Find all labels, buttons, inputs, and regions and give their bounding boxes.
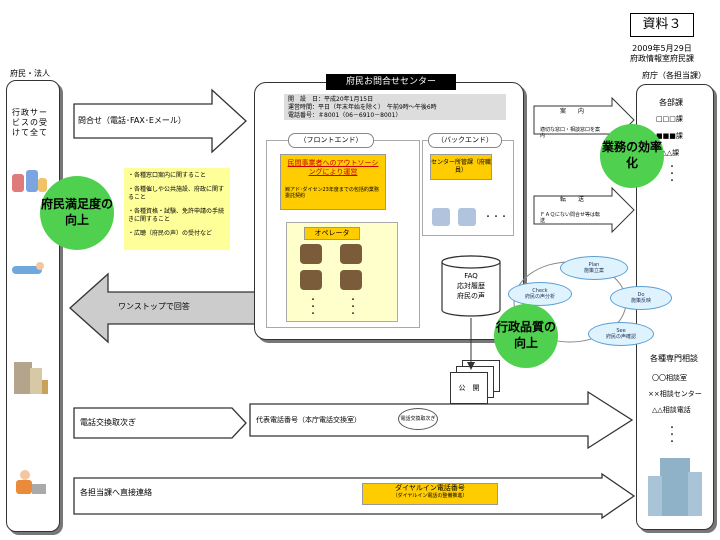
cycle-do-title: Do — [637, 291, 645, 298]
cycle-check-text: 府民の声分析 — [524, 294, 555, 300]
cycle-do: Do 施策反映 — [610, 286, 672, 310]
transfer-title: 転 送 — [560, 196, 585, 203]
citizens-column — [6, 80, 60, 532]
operator-label: オペレータ — [304, 227, 360, 240]
guidance-text: 適切な窓口・相談窓口を案内 — [540, 127, 601, 140]
operator-icon — [340, 270, 362, 290]
cycle-plan-title: Plan — [588, 261, 600, 268]
center-info-line: 運営時間：平日（年末年始を除く） 午前9時〜午後6時 — [288, 104, 437, 111]
more-staff-dots: ・・・ — [484, 212, 508, 221]
consultation-item: ××相談センター — [648, 390, 702, 398]
family-icon — [12, 170, 48, 194]
quality-circle: 行政品質の向上 — [494, 304, 558, 368]
departments-title: 各部課 — [659, 98, 683, 107]
document-date: 2009年5月29日 — [632, 44, 692, 53]
transfer-arrow — [533, 186, 635, 234]
operator-icon — [340, 244, 362, 264]
inquiry-label: 問合せ（電話･FAX･Eメール） — [78, 116, 186, 125]
cycle-check: Check 府民の声分析 — [508, 282, 572, 306]
wheelchair-user-icon — [12, 262, 48, 278]
efficiency-circle: 業務の効率化 — [600, 124, 664, 188]
outsourcing-text: 民間事業者へのアウトソーシングにより運営 — [287, 159, 379, 176]
inquiry-topic: ・各種資格・試験、免許申請の手続きに関すること — [128, 208, 225, 223]
document-dept: 府政情報室府民課 — [630, 54, 694, 63]
citizens-scope-text: 行政サービスの受けて全て — [12, 108, 48, 137]
inquiry-topic: ・各種催しや公共施設、府政に関すること — [128, 186, 224, 201]
department-item: ■■■課 — [656, 132, 683, 140]
more-operators-dots: ・・・ — [309, 295, 317, 319]
cycle-do-text: 施策反映 — [630, 298, 651, 304]
left-column-header: 府民・法人 — [10, 69, 50, 78]
contact-center-title: 府民お問合せセンター — [326, 74, 456, 90]
front-end-title: （フロントエンド） — [288, 133, 374, 148]
dial-in-note: （ダイヤルイン電話の整備推進） — [392, 492, 468, 499]
center-info-line: 電話番号：＃8001（06－6910－8001） — [288, 112, 402, 119]
direct-contact-arrow — [73, 472, 636, 520]
faq-database-icon — [441, 255, 501, 317]
right-column-header: 府庁（各担当課） — [642, 71, 706, 80]
phone-transfer-arrow — [73, 407, 247, 439]
citizen-satisfaction-circle: 府民満足度の向上 — [40, 176, 114, 250]
dial-in-title: ダイヤルイン電話番号 — [395, 484, 465, 492]
staff-icon — [432, 208, 450, 226]
document-label: 資料３ — [630, 13, 694, 37]
publish-arrow — [467, 318, 475, 370]
main-line-label: 代表電話番号（本庁電話交換室） — [256, 416, 361, 424]
cycle-check-title: Check — [532, 287, 548, 294]
cycle-plan-text: 施策立案 — [583, 268, 604, 274]
cycle-plan: Plan 施策立案 — [560, 256, 628, 280]
phone-transfer-label: 電話交換取次ぎ — [80, 418, 136, 427]
outsourcing-box: 民間事業者へのアウトソーシングにより運営 ㈱アド･ダイセン23年度までの包括的業… — [280, 154, 386, 210]
main-line-arrow — [249, 390, 634, 450]
inquiry-topics-box: ・各種窓口案内に関すること ・各種催しや公共施設、府政に関すること ・各種資格・… — [124, 168, 230, 250]
cycle-see: See 府民の声確認 — [588, 322, 654, 346]
office-worker-icon — [12, 470, 48, 498]
publish-label: 公 開 — [450, 372, 488, 404]
one-stop-answer-label: ワンストップで回答 — [118, 302, 190, 311]
prefectural-office-building-icon — [648, 458, 704, 516]
department-item: □□□課 — [656, 115, 683, 123]
transfer-text: ＦＡＱにない問合せ等は転送 — [540, 212, 601, 225]
center-info-box: 開 設 日：平成20年1月15日 運営時間：平日（年末年始を除く） 午前9時〜午… — [284, 94, 506, 120]
company-building-icon — [14, 358, 48, 394]
phone-switchboard-oval: 電話交換取次ぎ — [398, 408, 438, 430]
operator-icon — [300, 244, 322, 264]
guidance-title: 案 内 — [560, 108, 585, 115]
inquiry-topic: ・広聴（府民の声）の受付など — [128, 230, 213, 237]
more-consultations-dots: ・・・ — [668, 423, 676, 447]
department-item: △△△課 — [656, 149, 680, 157]
inquiry-topic: ・各種窓口案内に関すること — [128, 172, 207, 179]
consultation-title: 各種専門相談 — [650, 354, 698, 363]
cycle-see-title: See — [616, 327, 626, 334]
cycle-see-text: 府民の声確認 — [605, 334, 636, 340]
manager-office-box: センター所管課（府職員） — [430, 154, 492, 180]
consultation-item: 〇〇相談室 — [652, 374, 687, 382]
inquiry-arrow — [73, 88, 247, 154]
direct-contact-label: 各担当課へ直接連絡 — [80, 488, 152, 497]
more-departments-dots: ・・・ — [668, 162, 676, 186]
more-operators-dots: ・・・ — [349, 295, 357, 319]
center-info-line: 開 設 日：平成20年1月15日 — [288, 96, 374, 103]
back-end-title: （バックエンド） — [428, 133, 502, 148]
outsourcing-note: ㈱アド･ダイセン23年度までの包括的業務委託契約 — [285, 187, 379, 200]
faq-database-label: FAQ 応対履歴 府民の声 — [457, 272, 485, 300]
consultation-item: △△相談電話 — [652, 406, 691, 414]
dial-in-box: ダイヤルイン電話番号 （ダイヤルイン電話の整備推進） — [362, 483, 498, 505]
operator-icon — [300, 270, 322, 290]
staff-icon — [458, 208, 476, 226]
